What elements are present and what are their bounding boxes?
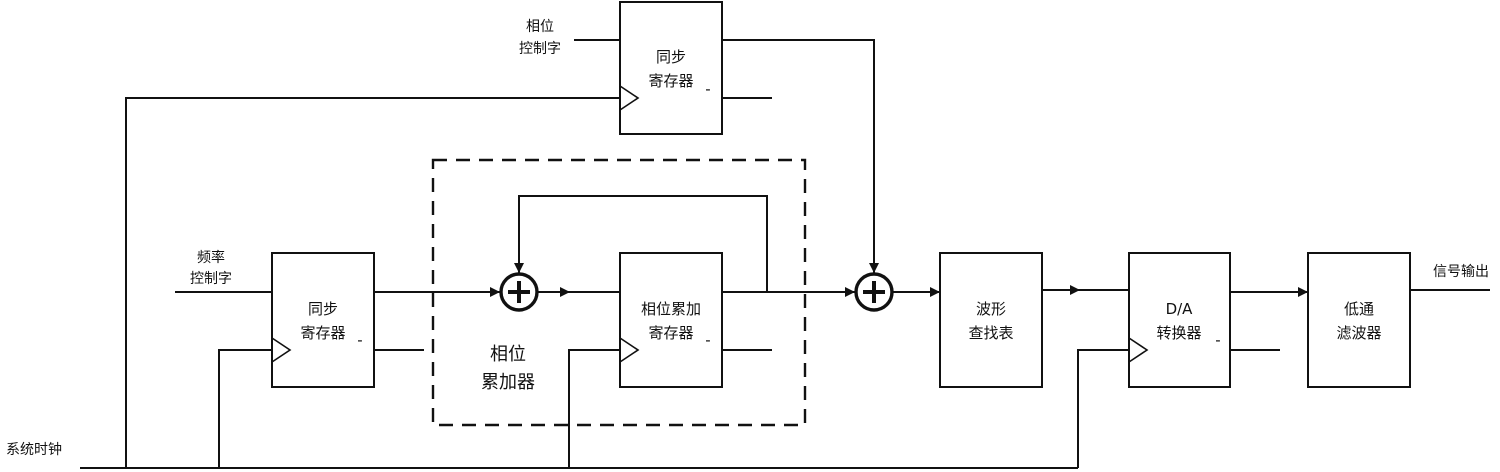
sync-register-top-bar: -: [705, 80, 710, 98]
clock-drop-da: [1077, 349, 1129, 468]
lowpass-filter-line2: 滤波器: [1336, 324, 1381, 342]
sync-register-left-line2: 寄存器: [300, 324, 345, 342]
da-converter-line2: 转换器: [1156, 324, 1201, 342]
lowpass-filter-block: 低通 滤波器: [1307, 252, 1411, 388]
phase-acc-register-line2: 寄存器: [648, 324, 693, 342]
sync-register-left-bar: -: [357, 331, 362, 349]
phase-acc-register-bar: -: [705, 331, 710, 349]
arrow-into-acc-register: [560, 287, 570, 297]
phase-acc-register-block: 相位累加 寄存器 -: [619, 252, 723, 388]
arrow-into-adder1: [490, 287, 500, 297]
waveform-lut-block: 波形 查找表: [939, 252, 1043, 388]
adder-phase-accumulator: [499, 272, 539, 312]
clock-drop-left-register: [218, 349, 272, 468]
waveform-lut-line2: 查找表: [968, 324, 1013, 342]
clock-drop-acc-register: [568, 349, 620, 468]
clock-drop-top-register: [125, 97, 620, 468]
freq-ctrl-label-line2: 控制字: [190, 271, 232, 287]
feedback-loop-wire: [518, 195, 768, 292]
arrowheads: [490, 263, 1308, 297]
phase-acc-register-line1: 相位累加: [641, 300, 701, 318]
phase-ctrl-label-line2: 控制字: [519, 41, 561, 57]
arrow-into-lut: [930, 287, 940, 297]
phase-accumulator-label-line1: 相位: [490, 344, 526, 365]
adder-phase-offset: [854, 272, 894, 312]
phase-acc-register-box: [619, 252, 723, 388]
arrow-into-da: [1070, 285, 1080, 295]
sync-register-left-box: [271, 252, 375, 388]
phase-accumulator-boundary: [431, 158, 807, 427]
arrow-into-adder2-top: [869, 263, 879, 273]
signal-output-label: 信号输出: [1433, 264, 1489, 280]
sync-register-top-line2: 寄存器: [648, 72, 693, 90]
lowpass-filter-line1: 低通: [1344, 300, 1374, 318]
da-converter-block: D/A 转换器 -: [1128, 252, 1231, 388]
sync-register-top-box: [619, 1, 723, 135]
sync-register-left-line1: 同步: [308, 300, 338, 318]
clock-triangle-icon: [619, 337, 640, 363]
clock-triangle-icon: [271, 337, 292, 363]
da-converter-box: [1128, 252, 1231, 388]
freq-ctrl-label-line1: 频率: [197, 249, 225, 266]
clock-triangle-icon: [1128, 337, 1149, 363]
arrow-feedback-into-adder1: [514, 263, 524, 273]
phase-accumulator-label-line2: 累加器: [481, 372, 535, 393]
signal-wires: [80, 39, 1490, 469]
lowpass-filter-box: [1307, 252, 1411, 388]
da-converter-bar: -: [1215, 331, 1220, 349]
sync-register-top-line1: 同步: [656, 48, 686, 66]
waveform-lut-line1: 波形: [976, 300, 1006, 318]
sync-register-left-block: 同步 寄存器 -: [271, 252, 375, 388]
sync-register-top-block: 同步 寄存器 -: [619, 1, 723, 135]
phase-ctrl-label-line1: 相位: [526, 19, 554, 35]
arrow-into-lpf: [1298, 287, 1308, 297]
arrow-into-adder2-left: [845, 287, 855, 297]
da-converter-line1: D/A: [1166, 300, 1194, 318]
phase-offset-wire: [722, 39, 875, 273]
system-clock-label: 系统时钟: [6, 441, 62, 458]
clock-triangle-icon: [619, 85, 640, 111]
waveform-lut-box: [939, 252, 1043, 388]
